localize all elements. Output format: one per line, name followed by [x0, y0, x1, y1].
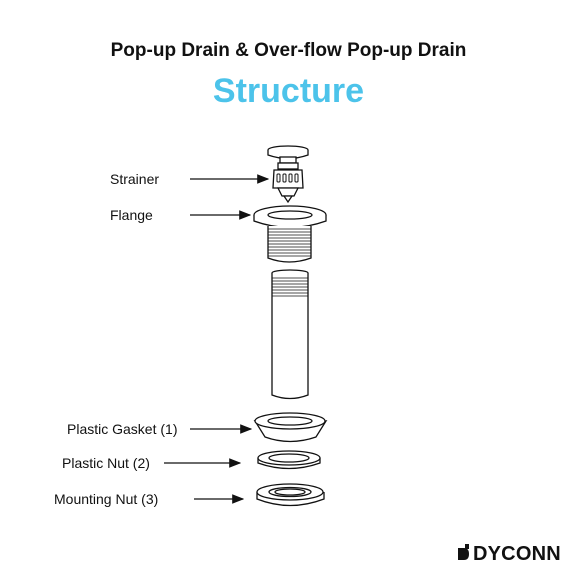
pipe-part — [271, 269, 309, 400]
brand-logo: DYCONN — [456, 543, 561, 566]
diagram-subtitle: Structure — [212, 72, 365, 110]
strainer-part — [267, 145, 309, 204]
label-plastic-gasket: Plastic Gasket (1) — [67, 421, 178, 437]
label-strainer: Strainer — [110, 171, 160, 187]
label-plastic-nut: Plastic Nut (2) — [62, 455, 150, 471]
brand-name: DYCONN — [473, 543, 561, 565]
plastic-gasket-part — [253, 412, 328, 443]
dyconn-logo-icon — [456, 543, 470, 566]
plastic-nut-part — [257, 450, 321, 470]
label-flange: Flange — [110, 207, 153, 223]
label-mounting-nut: Mounting Nut (3) — [54, 491, 159, 507]
flange-part — [253, 205, 327, 263]
mounting-nut-part — [256, 483, 325, 507]
diagram-title: Pop-up Drain & Over-flow Pop-up Drain — [110, 40, 467, 61]
